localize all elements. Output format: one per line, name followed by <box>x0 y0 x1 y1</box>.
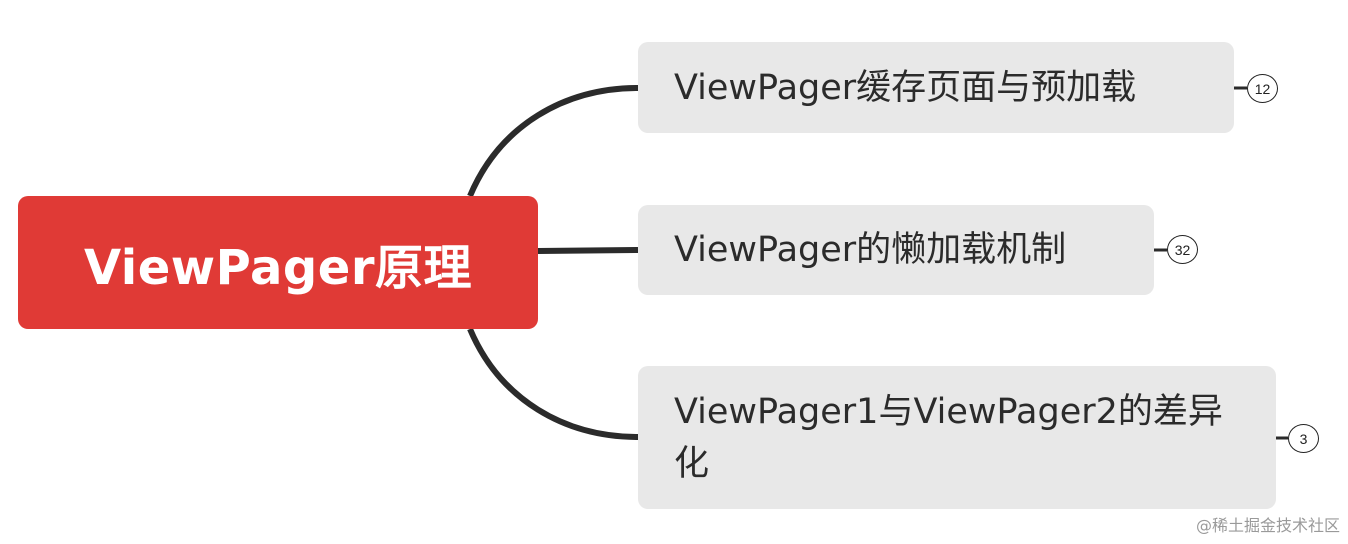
branch-topic-label: ViewPager的懒加载机制 <box>674 230 1067 270</box>
branch-topic-differences[interactable]: ViewPager1与ViewPager2的差异化 <box>638 366 1276 509</box>
connector-branch-2 <box>537 247 639 254</box>
root-topic[interactable]: ViewPager原理 <box>18 196 538 329</box>
badge-count: 12 <box>1254 80 1271 97</box>
branch-topic-cache-preload[interactable]: ViewPager缓存页面与预加载 <box>638 42 1234 133</box>
watermark: @稀土掘金技术社区 <box>1195 516 1340 535</box>
connector-branch-1 <box>467 85 639 198</box>
branch-topic-lazy-load[interactable]: ViewPager的懒加载机制 <box>638 205 1154 295</box>
root-topic-label: ViewPager原理 <box>83 239 473 296</box>
badge-count: 3 <box>1299 430 1308 447</box>
collapsed-count-badge[interactable]: 12 <box>1247 74 1278 103</box>
branch-topic-label: ViewPager缓存页面与预加载 <box>674 67 1137 108</box>
collapsed-count-badge[interactable]: 32 <box>1167 235 1198 264</box>
connector-branch-3 <box>467 327 639 440</box>
badge-count: 32 <box>1174 241 1191 258</box>
branch-topic-label: ViewPager1与ViewPager2的差异化 <box>674 391 1223 484</box>
collapsed-count-badge[interactable]: 3 <box>1288 424 1319 453</box>
